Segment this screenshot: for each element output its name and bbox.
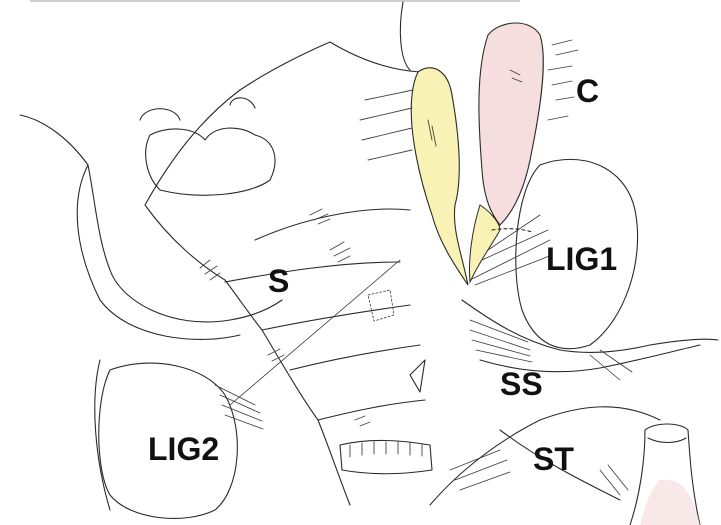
s-top-cap <box>146 128 275 195</box>
label-lig2: LIG2 <box>148 431 219 467</box>
cylinder-pink-fill <box>640 480 700 525</box>
ss-region <box>462 300 718 372</box>
lower-step-teeth <box>350 442 422 457</box>
s-hatching <box>200 209 370 426</box>
small-triangle <box>410 360 425 392</box>
label-lig1: LIG1 <box>546 241 617 277</box>
label-c: C <box>576 73 599 109</box>
left-lobe-outline <box>20 115 282 322</box>
s-knobs <box>140 98 255 120</box>
diagonal-guide-line <box>230 260 400 405</box>
yellow-structure <box>411 68 468 285</box>
top-vertical-line <box>400 2 410 70</box>
pink-structure <box>479 23 543 225</box>
structure-s-ridge <box>225 209 425 420</box>
label-s: S <box>268 263 289 299</box>
left-bottom-curve <box>95 360 110 510</box>
label-ss: SS <box>500 366 543 402</box>
small-box <box>368 290 394 321</box>
label-st: ST <box>533 441 574 477</box>
